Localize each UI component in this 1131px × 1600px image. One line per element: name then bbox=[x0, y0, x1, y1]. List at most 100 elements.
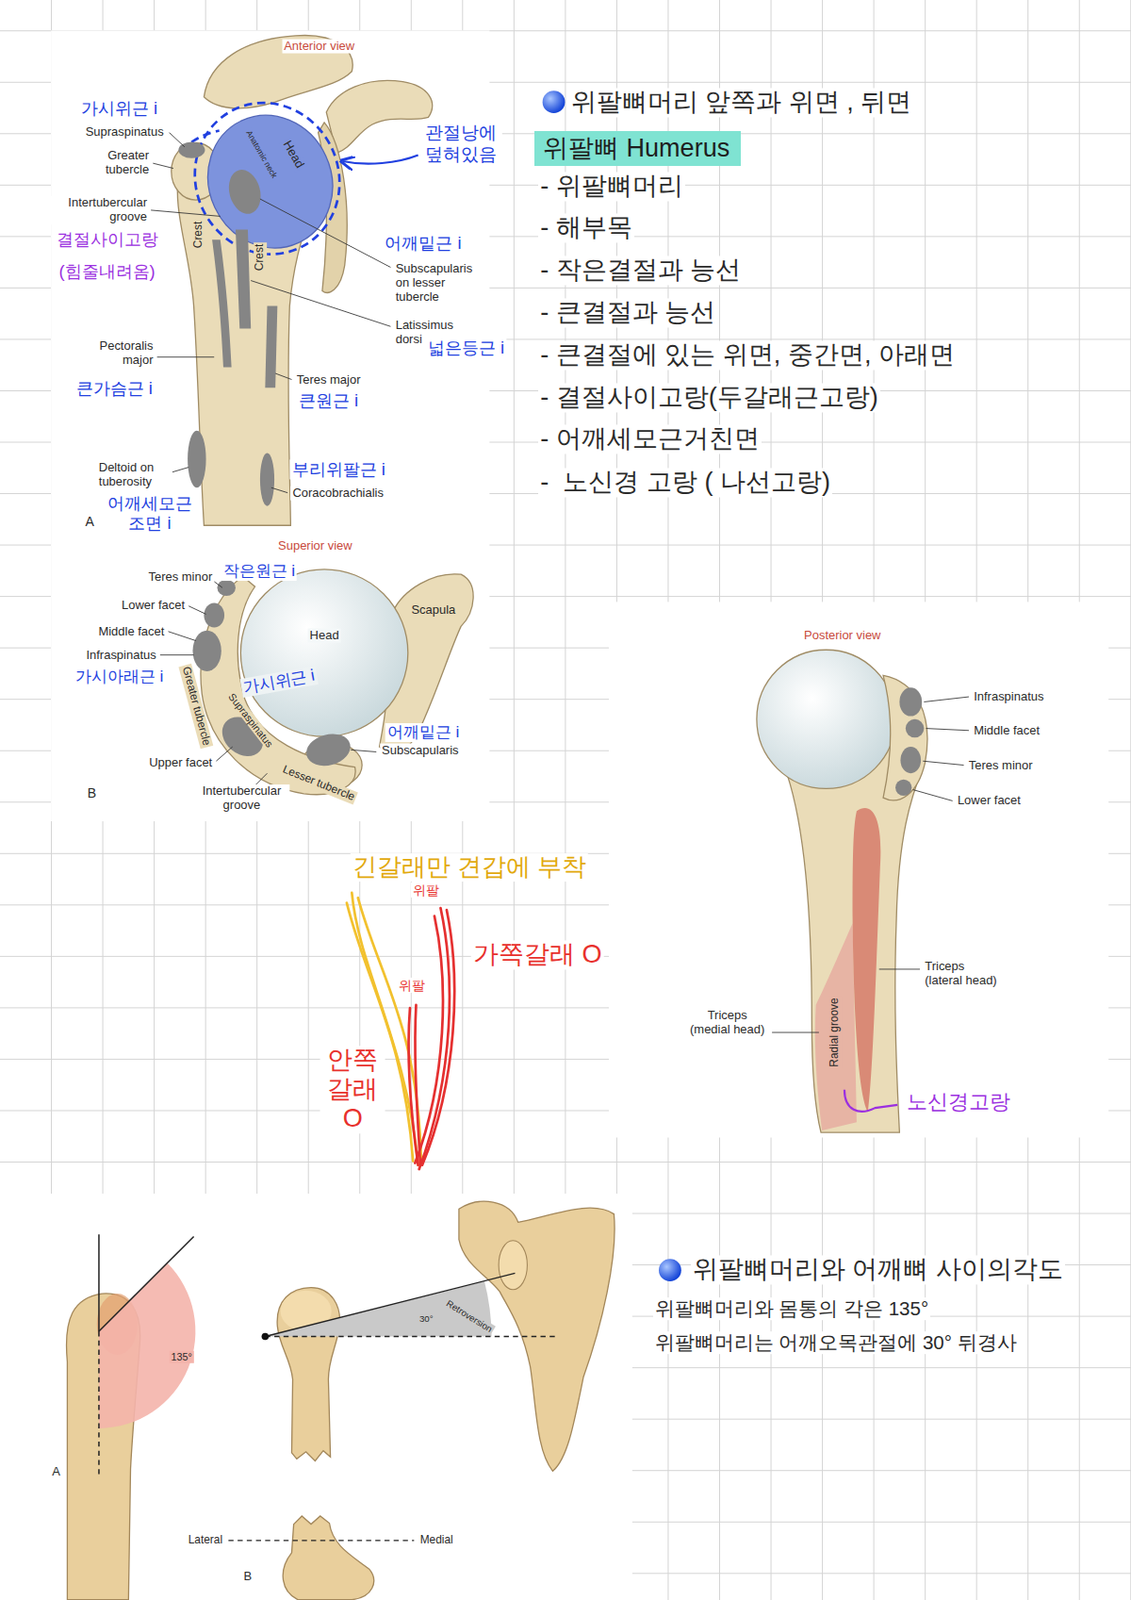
part-label: Crest bbox=[192, 219, 206, 250]
triceps-sketch bbox=[422, 909, 455, 1165]
view-title: Anterior view bbox=[281, 38, 357, 53]
grid-paper bbox=[1130, 0, 1131, 1600]
part-label: B bbox=[242, 1568, 255, 1583]
note-text: - 결절사이고랑(두갈래근고랑) bbox=[538, 382, 881, 412]
angle-figure-b bbox=[498, 1240, 527, 1290]
part-label: Radial groove bbox=[828, 995, 842, 1068]
part-label: 135° bbox=[168, 1350, 194, 1362]
muscle-attachment bbox=[224, 165, 266, 217]
band-text: 위팔뼈 Humerus bbox=[542, 132, 733, 164]
figure-panel bbox=[0, 1193, 633, 1600]
muscle-attachment bbox=[260, 452, 275, 506]
part-label: Head bbox=[308, 628, 342, 643]
leader-line bbox=[188, 606, 206, 615]
figure-panel bbox=[608, 601, 1109, 1137]
muscle-attachment bbox=[178, 141, 278, 506]
muscle-attachment bbox=[895, 779, 912, 796]
triceps-sketch bbox=[414, 916, 443, 1164]
anterior-humerus bbox=[170, 79, 365, 279]
leader-line bbox=[260, 198, 392, 267]
note-text: 위팔뼈머리 앞쪽과 위면 , 뒤면 bbox=[569, 88, 915, 118]
part-label: A bbox=[49, 1464, 63, 1479]
note-text: - 위팔뼈머리 bbox=[538, 171, 686, 201]
part-label: Lateral bbox=[186, 1533, 225, 1547]
part-label: Deltoid on tuberosity bbox=[97, 460, 173, 490]
angle-figure-b bbox=[264, 1272, 515, 1336]
handwritten-note: 작은원근 i bbox=[221, 561, 298, 581]
muscle-attachment bbox=[193, 579, 355, 771]
note-text: - 작은결절과 능선 bbox=[538, 255, 743, 285]
leader-line bbox=[157, 356, 215, 358]
part-label: Middle facet bbox=[971, 722, 1042, 738]
handwritten-note: 관절낭에 덮혀있음 bbox=[419, 121, 503, 164]
muscle-attachment bbox=[852, 807, 882, 1112]
part-label: Triceps (lateral head) bbox=[922, 959, 1006, 988]
part-label: Pectoralis major bbox=[80, 340, 156, 369]
angle-figure-b bbox=[277, 1287, 340, 1461]
leader-line bbox=[168, 631, 197, 641]
handwritten-note: 긴갈래만 견갑에 부착 bbox=[350, 852, 589, 882]
muscle-attachment bbox=[216, 579, 235, 596]
muscle-attachment bbox=[899, 687, 922, 716]
angle-figure-a bbox=[98, 1262, 196, 1428]
leader-line bbox=[912, 789, 952, 802]
handwritten-note: (힘줄내려옴) bbox=[56, 261, 157, 281]
leader-line bbox=[152, 163, 174, 168]
part-label: Triceps (medial head) bbox=[685, 1008, 769, 1037]
leader-line bbox=[150, 210, 221, 216]
leader-line bbox=[271, 487, 288, 492]
angle-figure-a bbox=[66, 1233, 197, 1599]
leader-line bbox=[275, 373, 292, 379]
bullet-dot bbox=[658, 1258, 682, 1281]
highlight-band: 위팔뼈 Humerus bbox=[534, 131, 741, 166]
posterior-humerus bbox=[756, 649, 928, 1132]
leader-line bbox=[771, 1032, 820, 1033]
handwritten-hook bbox=[844, 1089, 898, 1112]
part-label: Teres minor bbox=[967, 757, 1035, 772]
handwritten-note: 위팔 bbox=[410, 881, 442, 897]
part-label: Lower facet bbox=[119, 597, 187, 612]
part-label: Upper facet bbox=[147, 755, 214, 771]
handwritten-note: 큰가슴근 i bbox=[74, 378, 155, 399]
note-text: - 어깨세모근거친면 bbox=[538, 425, 762, 455]
handwritten-hook bbox=[844, 1089, 898, 1112]
angle-figure-b bbox=[228, 1200, 615, 1599]
posterior-humerus bbox=[883, 674, 928, 800]
part-label: Teres minor bbox=[146, 570, 214, 585]
muscle-attachment bbox=[900, 746, 921, 773]
handwritten-note: 위팔 bbox=[396, 977, 427, 993]
note-text: 위팔뼈머리와 몸통의 각은 135° bbox=[653, 1296, 932, 1320]
part-label: A bbox=[83, 513, 97, 529]
part-label: Scapula bbox=[409, 603, 458, 618]
muscle-attachment bbox=[235, 229, 251, 328]
part-label: Infraspinatus bbox=[83, 647, 158, 662]
handwritten-note: 어깨밑근 i bbox=[385, 722, 462, 742]
leader-line bbox=[150, 132, 391, 493]
note-text: 위팔뼈머리는 어깨오목관절에 30° 뒤경사 bbox=[653, 1330, 1019, 1354]
part-label: Supraspinatus bbox=[83, 124, 166, 139]
part-label: Subscapularis on lesser tubercle bbox=[393, 261, 485, 304]
note-text: - 큰결절과 능선 bbox=[538, 298, 718, 328]
handwritten-note: 가시위근 i bbox=[79, 98, 160, 118]
muscle-attachment bbox=[212, 239, 232, 367]
handwritten-arrow bbox=[343, 154, 419, 164]
handwritten-note: 가시아래근 i bbox=[73, 668, 166, 688]
superior-humerus bbox=[240, 569, 408, 737]
handwritten-note: 부리위팔근 i bbox=[290, 458, 388, 479]
view-title: Superior view bbox=[276, 538, 355, 553]
handwritten-note: 넓은등근 i bbox=[426, 337, 507, 358]
illustration bbox=[0, 30, 1109, 1600]
handwritten-note: 결절사이고랑 bbox=[54, 229, 161, 250]
handwritten-note: 노신경고랑 bbox=[904, 1089, 1013, 1114]
angle-figure-b bbox=[264, 1335, 556, 1337]
leader-line bbox=[160, 581, 377, 786]
part-label: Coracobrachialis bbox=[290, 485, 386, 500]
angle-figure-a bbox=[98, 1330, 100, 1474]
handwritten-note: 어깨밑근 i bbox=[382, 232, 463, 253]
muscle-attachment bbox=[203, 602, 225, 627]
angle-figure-b bbox=[262, 1332, 270, 1341]
leader-line bbox=[169, 132, 185, 148]
handwritten-note: 가쪽갈래 O bbox=[471, 939, 605, 969]
leader-line bbox=[879, 967, 920, 969]
